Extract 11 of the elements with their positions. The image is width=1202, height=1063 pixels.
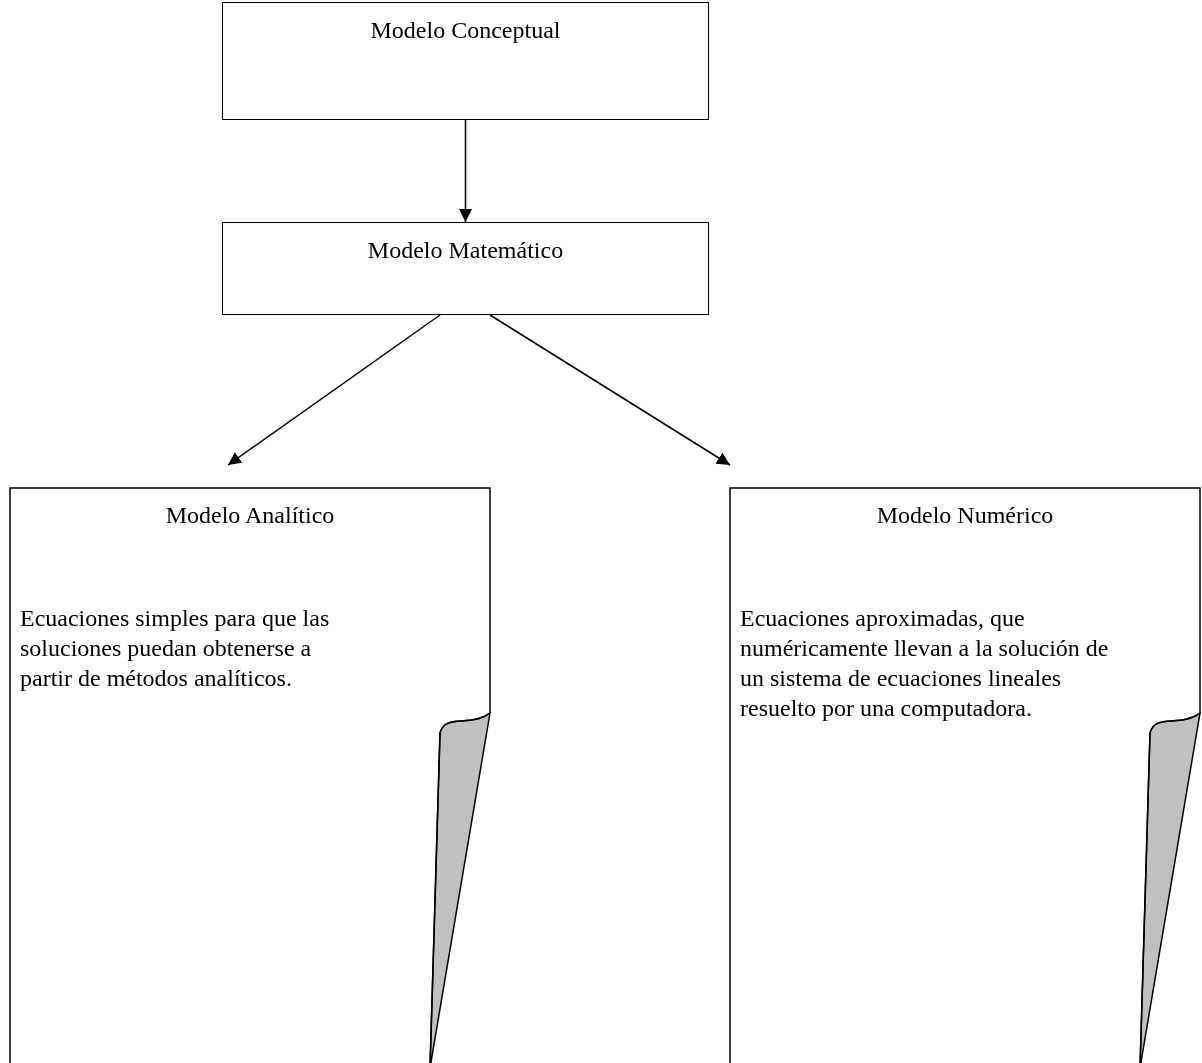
arrow [227,314,441,466]
arrow [489,314,731,466]
description-text: Ecuaciones aproximadas, que numéricamente llevan a la solución de un sistema de ecuaciones lineales resuelto por una computadora. [740,604,1110,723]
description-text: Ecuaciones simples para que las soluciones puedan obtenerse a partir de métodos analíticos. [20,604,331,693]
process-box [222,222,709,315]
box-heading: Modelo Numérico [875,501,1055,529]
box-label: Modelo Conceptual [370,17,561,44]
box-label: Modelo Matemático [367,237,564,264]
process-box [222,2,709,120]
box-heading: Modelo Analítico [164,501,336,529]
arrow [459,119,472,223]
